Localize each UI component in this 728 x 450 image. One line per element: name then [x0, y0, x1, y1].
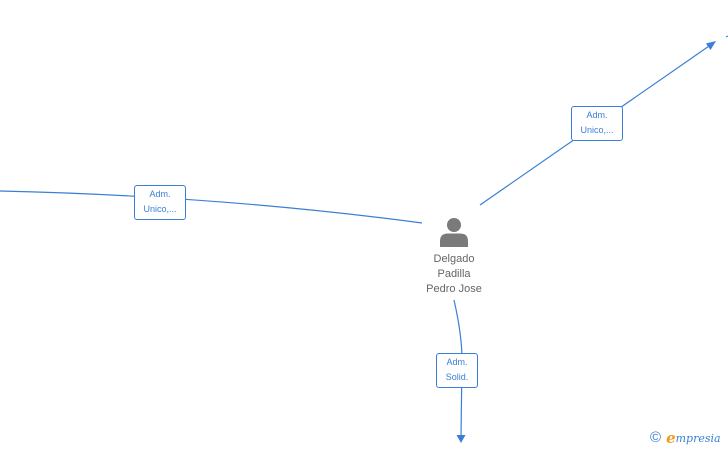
- edge-label-line: Unico,...: [143, 204, 177, 214]
- edge-label-bottom[interactable]: Adm. Solid.: [436, 353, 478, 388]
- edge-label-line: Unico,...: [580, 125, 614, 135]
- copyright-icon: ©: [650, 429, 662, 446]
- arrowhead-top-right: [706, 41, 716, 50]
- edge-label-left[interactable]: Adm. Unico,...: [134, 185, 186, 220]
- brand-logo-text: mpresia: [675, 431, 721, 445]
- arrowhead-bottom: [456, 435, 466, 443]
- brand-watermark: © e mpresia: [650, 429, 721, 447]
- person-name[interactable]: Delgado Padilla Pedro Jose: [404, 252, 504, 297]
- person-name-line: Padilla: [437, 268, 471, 280]
- edge-label-line: Adm.: [586, 110, 608, 120]
- brand-logo-initial: e: [666, 429, 676, 447]
- edge-label-line: Solid.: [445, 372, 469, 382]
- person-name-line: Delgado: [433, 253, 475, 265]
- person-name-line: Pedro Jose: [426, 283, 482, 295]
- edge-label-top-right[interactable]: Adm. Unico,...: [571, 106, 623, 141]
- edge-label-line: Adm.: [446, 357, 468, 367]
- edge-line-left: [0, 190, 423, 224]
- person-icon: [440, 218, 468, 247]
- person-node[interactable]: Delgado Padilla Pedro Jose: [404, 216, 504, 297]
- edge-label-line: Adm.: [149, 189, 171, 199]
